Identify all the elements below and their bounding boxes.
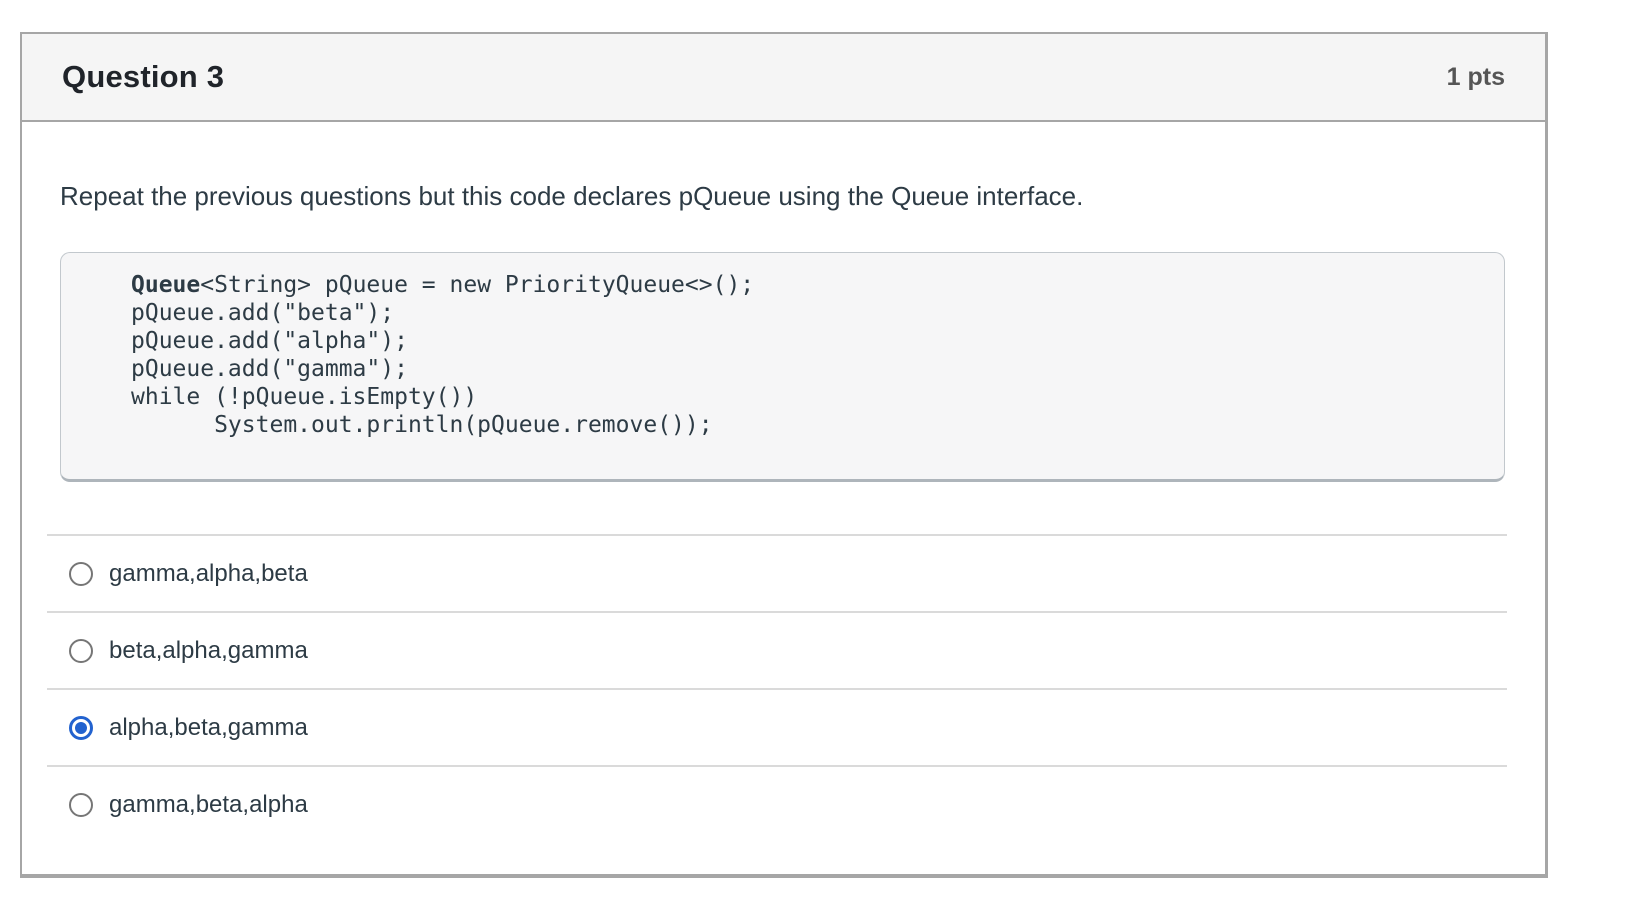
answer-option[interactable]: alpha,beta,gamma <box>47 688 1507 765</box>
option-label[interactable]: gamma,alpha,beta <box>109 559 308 587</box>
question-prompt: Repeat the previous questions but this c… <box>60 181 1084 211</box>
question-header: Question 3 1 pts <box>22 34 1545 122</box>
option-label[interactable]: alpha,beta,gamma <box>109 713 308 741</box>
code-line: System.out.println(pQueue.remove()); <box>131 412 713 438</box>
radio-button[interactable] <box>69 638 93 663</box>
code-keyword: Queue <box>131 272 201 298</box>
code-line: Queue<String> pQueue = new PriorityQueue… <box>131 271 1480 299</box>
points-label: 1 pts <box>1446 62 1505 91</box>
radio-button[interactable] <box>69 792 93 817</box>
code-line: pQueue.add("beta"); <box>131 300 395 326</box>
option-label[interactable]: beta,alpha,gamma <box>109 636 308 664</box>
code-line: while (!pQueue.isEmpty()) <box>131 384 478 410</box>
code-line: pQueue.add("gamma"); <box>131 356 408 382</box>
radio-button[interactable] <box>69 561 93 586</box>
answer-option[interactable]: beta,alpha,gamma <box>47 611 1507 688</box>
answer-option[interactable]: gamma,alpha,beta <box>47 534 1507 611</box>
option-label[interactable]: gamma,beta,alpha <box>109 790 308 818</box>
code-line: pQueue.add("alpha"); <box>131 328 408 354</box>
radio-button[interactable] <box>69 715 93 740</box>
code-line-rest: <String> pQueue = new PriorityQueue<>(); <box>200 272 755 298</box>
code-block: Queue<String> pQueue = new PriorityQueue… <box>60 252 1505 482</box>
question-card: Question 3 1 pts Repeat the previous que… <box>20 32 1548 878</box>
answer-options: gamma,alpha,beta beta,alpha,gamma alpha,… <box>47 534 1507 842</box>
question-title: Question 3 <box>62 59 225 94</box>
answer-option[interactable]: gamma,beta,alpha <box>47 765 1507 842</box>
